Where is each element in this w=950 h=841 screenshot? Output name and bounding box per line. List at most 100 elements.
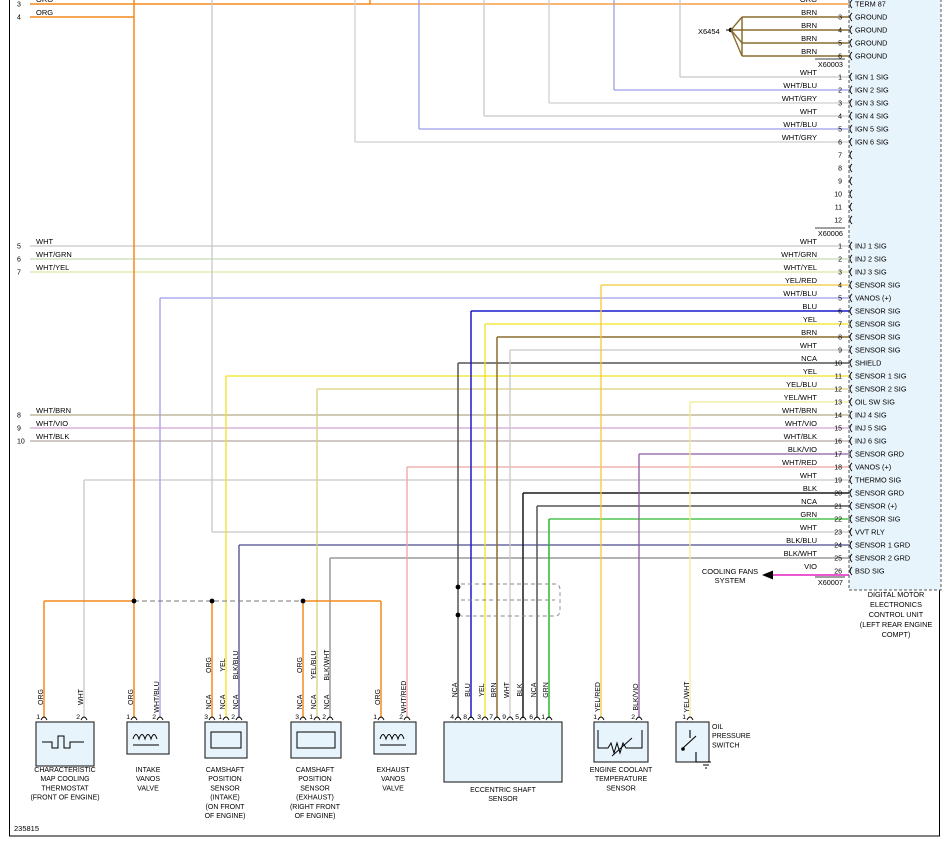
component-label-line: (FRONT OF ENGINE) <box>30 795 99 802</box>
pin-terminal <box>849 267 853 277</box>
wire-color-label: WHT/VIO <box>785 419 817 428</box>
component-pin-terminal <box>130 716 138 721</box>
component-pin-number: 2 <box>231 714 235 721</box>
sensor-element-icon <box>210 731 242 749</box>
component-pin-number: 3 <box>477 714 481 721</box>
component-eccentric: 4NCA8BLU3YEL7BRN9WHT5BLK6NCA1GRNECCENTRI… <box>443 681 563 803</box>
pin-terminal <box>849 12 853 22</box>
wire-color-label: WHT <box>800 471 817 480</box>
component-label-line: SENSOR <box>488 796 518 803</box>
component-pin-terminal <box>299 716 307 721</box>
pin-signal: IGN 1 SIG <box>855 73 889 82</box>
component-pin-terminal <box>533 716 541 721</box>
wire-color-label: WHT/BLK <box>784 432 817 441</box>
pin-number: 9 <box>838 179 842 186</box>
component-wire-color: BLU <box>465 683 472 697</box>
pin-terminal <box>849 137 853 147</box>
component-pin-terminal <box>506 716 514 721</box>
ecu-pin-x60006-11: 11 <box>835 202 853 212</box>
wire-left-org-3 <box>30 0 371 5</box>
pin-number: 11 <box>835 374 842 381</box>
pin-number: 11 <box>835 205 842 212</box>
connector-name: X60003 <box>818 60 843 69</box>
pin-number: 16 <box>834 439 842 446</box>
ground-symbol-icon <box>701 761 711 769</box>
pin-number: 9 <box>838 348 842 355</box>
component-label-line: (ON FRONT <box>206 804 246 811</box>
component-wire-color: NCA <box>531 682 538 697</box>
shield-dot <box>455 612 461 618</box>
wire-color-label: WHT <box>800 237 817 246</box>
pin-terminal <box>849 436 853 446</box>
pin-signal: SENSOR (+) <box>855 502 897 511</box>
switch-contact-icon <box>682 730 697 762</box>
wire-color-label: WHT <box>800 341 817 350</box>
pin-number: 25 <box>834 556 842 563</box>
pin-number: 8 <box>838 166 842 173</box>
pin-signal: SENSOR GRD <box>855 489 904 498</box>
shield-outline <box>461 583 561 617</box>
component-label-line: SENSOR <box>210 785 240 792</box>
pin-number: 7 <box>838 322 842 329</box>
wire-color-label: WHT/BRN <box>782 406 817 415</box>
pin-terminal <box>849 566 853 576</box>
pin-signal: IGN 4 SIG <box>855 112 889 121</box>
component-pin-number: 7 <box>489 714 493 721</box>
pin-signal: VANOS (+) <box>855 463 891 472</box>
solenoid-coil-icon <box>132 734 158 741</box>
pin-signal: GROUND <box>855 39 887 48</box>
pin-signal: IGN 3 SIG <box>855 99 889 108</box>
pin-signal: SENSOR SIG <box>855 333 901 342</box>
component-wire-color: ORG <box>297 657 304 673</box>
component-label-line: POSITION <box>208 776 241 783</box>
left-wire-number: 10 <box>17 439 25 446</box>
pin-terminal <box>849 319 853 329</box>
ecu-label-line: CONTROL UNIT <box>869 610 924 619</box>
component-body <box>593 721 649 763</box>
left-wire-color: ORG <box>36 0 53 4</box>
pin-number: 4 <box>838 114 842 121</box>
pin-number: 12 <box>834 387 842 394</box>
component-label-line: CHARACTERISTIC <box>34 767 95 774</box>
component-pin-terminal <box>208 716 216 721</box>
pin-signal: INJ 2 SIG <box>855 255 887 264</box>
pin-number: 26 <box>834 569 842 576</box>
pin-signal: IGN 6 SIG <box>855 138 889 147</box>
component-wire-color: ORG <box>128 689 135 705</box>
wire-color-label: WHT/GRY <box>782 94 817 103</box>
pin-signal: SHIELD <box>855 359 881 368</box>
pin-number: 1 <box>838 244 842 251</box>
component-pin-terminal <box>519 716 527 721</box>
left-wire-number: 7 <box>17 270 21 277</box>
component-label-line: PRESSURE <box>712 733 751 740</box>
wire-color-label: BLK/WHT <box>784 549 818 558</box>
left-wire-number: 4 <box>17 15 21 22</box>
component-pin-number: 1 <box>682 714 686 721</box>
component-pin-terminal <box>545 716 553 721</box>
pin-number: 20 <box>834 491 842 498</box>
pin-terminal <box>849 488 853 498</box>
component-pin-terminal <box>156 716 164 721</box>
splice-dot <box>300 598 306 604</box>
pin-signal: GROUND <box>855 52 887 61</box>
pin-signal: SENSOR SIG <box>855 307 901 316</box>
component-wire-color: WHT/RED <box>401 681 408 714</box>
wire-layer <box>30 0 849 718</box>
pin-terminal <box>849 111 853 121</box>
